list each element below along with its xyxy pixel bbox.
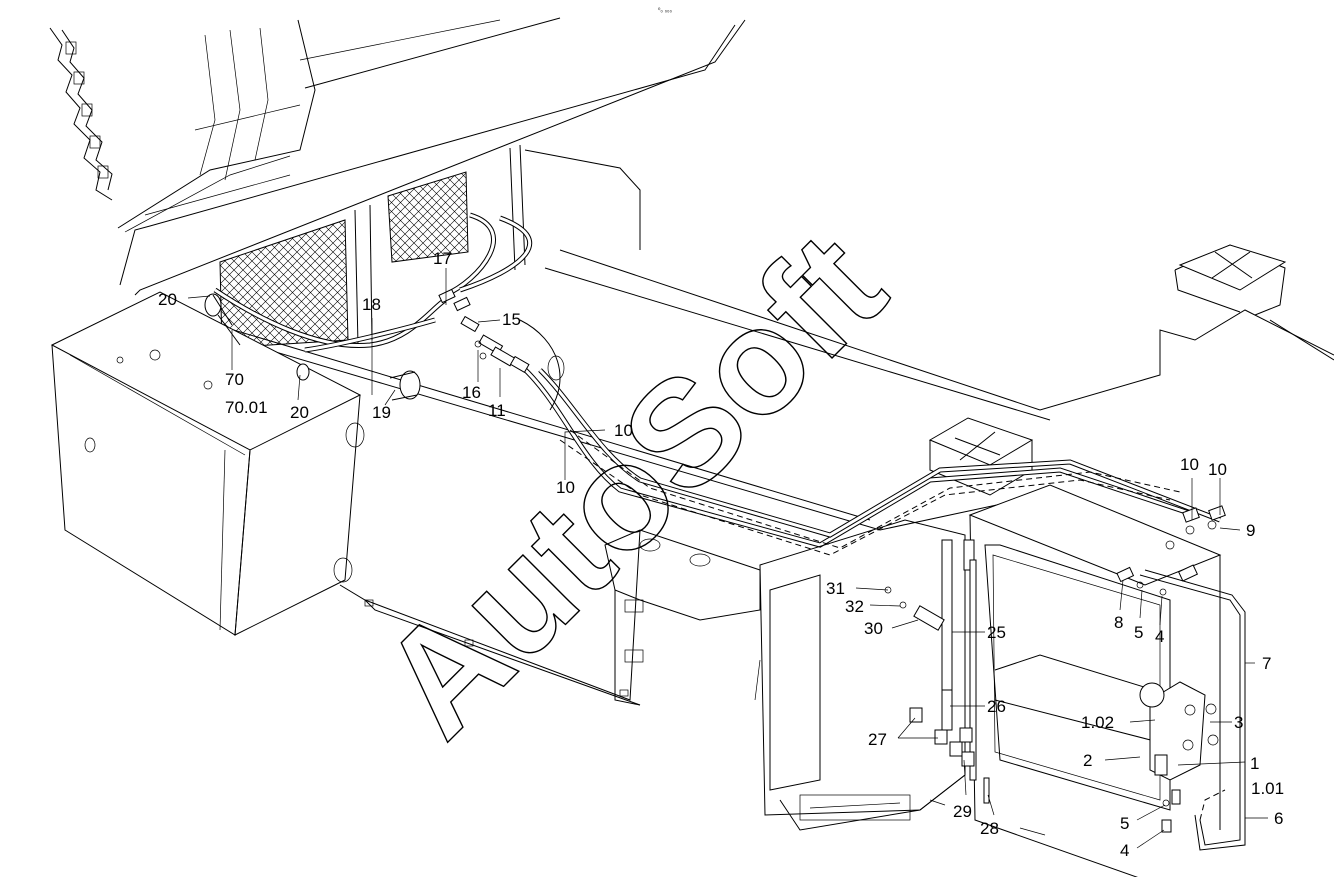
callout-11: 11 xyxy=(488,401,506,420)
callout-1-02: 1.02 xyxy=(1081,713,1114,732)
callout-28: 28 xyxy=(980,819,999,838)
header-mark: ⁰₀ ₀₀₀ xyxy=(658,7,673,14)
callout-27: 27 xyxy=(868,730,887,749)
callout-70-01: 70.01 xyxy=(225,398,268,417)
callout-10-low: 10 xyxy=(556,478,575,497)
callout-9: 9 xyxy=(1246,521,1255,540)
callout-5-upper: 5 xyxy=(1134,623,1143,642)
callout-4-upper: 4 xyxy=(1155,627,1164,646)
watermark-text: AutoSoft xyxy=(349,201,915,767)
callout-26: 26 xyxy=(987,697,1006,716)
callout-31: 31 xyxy=(826,579,845,598)
lines-6-7 xyxy=(1139,569,1246,851)
battery-box xyxy=(50,291,365,636)
callout-19: 19 xyxy=(372,403,391,422)
callout-70: 70 xyxy=(225,370,244,389)
callout-3: 3 xyxy=(1234,713,1243,732)
callouts: 20 70 70.01 20 18 19 17 15 16 11 10 10 1… xyxy=(158,249,1284,860)
mount-plate-front xyxy=(928,417,1034,496)
callout-5-lower: 5 xyxy=(1120,814,1129,833)
track-tread xyxy=(49,27,113,201)
callout-20-top: 20 xyxy=(158,290,177,309)
callout-4-lower: 4 xyxy=(1120,841,1129,860)
callout-15: 15 xyxy=(502,310,521,329)
callout-2: 2 xyxy=(1083,751,1092,770)
callout-16: 16 xyxy=(462,383,481,402)
front-bracket xyxy=(604,529,761,706)
callout-32: 32 xyxy=(845,597,864,616)
callout-30: 30 xyxy=(864,619,883,638)
lower-bracket xyxy=(339,529,641,706)
callout-17: 17 xyxy=(433,249,452,268)
callout-20-bottom: 20 xyxy=(290,403,309,422)
leader-lines xyxy=(187,268,1268,849)
mesh-grille xyxy=(219,144,526,349)
callout-10-right-a: 10 xyxy=(1180,455,1199,474)
callout-29: 29 xyxy=(953,802,972,821)
valve-block xyxy=(1139,681,1219,833)
hose-fittings xyxy=(438,288,565,411)
callout-8: 8 xyxy=(1114,613,1123,632)
callout-6: 6 xyxy=(1274,809,1283,828)
mount-plate-rear xyxy=(1178,244,1287,291)
callout-10-mid: 10 xyxy=(614,421,633,440)
door-hardware xyxy=(884,539,990,804)
tank-door xyxy=(754,519,966,831)
cab-roof xyxy=(117,17,746,296)
callout-18: 18 xyxy=(362,295,381,314)
callout-25: 25 xyxy=(987,623,1006,642)
callout-1-01: 1.01 xyxy=(1251,779,1284,798)
callout-7: 7 xyxy=(1262,654,1271,673)
pipe-70 xyxy=(204,293,421,401)
hydraulic-tank xyxy=(968,484,1222,877)
fittings-8-9 xyxy=(1116,505,1226,596)
hose-assemblies xyxy=(213,212,1221,556)
callout-10-right-b: 10 xyxy=(1208,460,1227,479)
callout-1: 1 xyxy=(1250,754,1259,773)
